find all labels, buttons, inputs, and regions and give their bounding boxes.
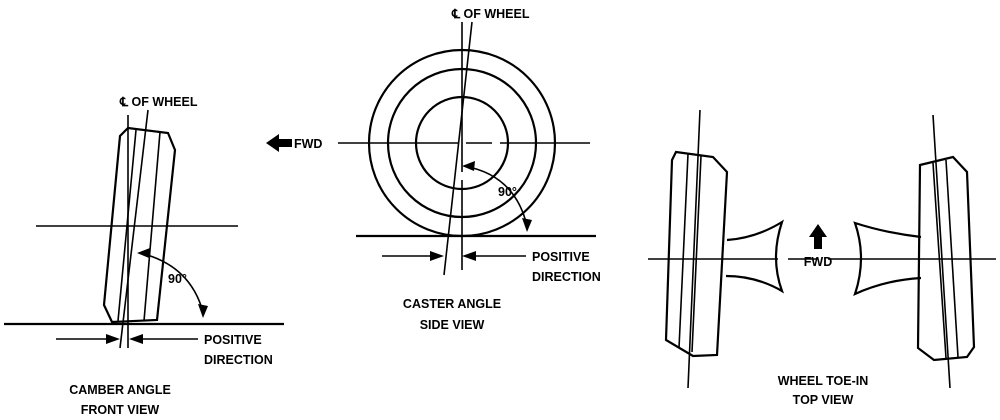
toe-in-top-view: FWD WHEEL TOE-IN TOP VIEW xyxy=(648,109,996,407)
camber-direction-label: POSITIVE xyxy=(204,333,262,347)
caster-fwd-arrow-icon xyxy=(266,134,292,152)
caster-dimension-arrowhead xyxy=(462,251,476,261)
camber-angle-label: 90° xyxy=(168,272,187,286)
caster-direction-label: DIRECTION xyxy=(532,270,601,284)
toe-caption-title: WHEEL TOE-IN xyxy=(778,374,869,388)
toe-left-wheel-outline xyxy=(664,150,729,358)
caster-side-view: ℄ OF WHEEL FWD 90° POSITIVE DIRECTION CA… xyxy=(266,7,601,332)
caster-dimension-arrowhead xyxy=(430,251,444,261)
camber-direction-label: DIRECTION xyxy=(204,353,273,367)
toe-left-spindle xyxy=(725,219,785,294)
toe-left-wheel-tread-line xyxy=(691,155,702,353)
toe-fwd-arrow-icon xyxy=(809,224,827,249)
caster-direction-label: POSITIVE xyxy=(532,250,590,264)
camber-centerline-label: ℄ OF WHEEL xyxy=(119,95,198,109)
caster-arc-arrowhead xyxy=(462,161,475,171)
camber-front-view: ℄ OF WHEEL 90° POSITIVE DIRECTION CAMBER… xyxy=(4,95,284,417)
camber-angle-arc xyxy=(139,252,204,313)
camber-dimension-arrowhead xyxy=(106,334,120,344)
toe-right-wheel-tread-line xyxy=(932,162,947,359)
camber-wheel-outline xyxy=(102,126,177,324)
camber-caption-title: CAMBER ANGLE xyxy=(69,383,171,397)
camber-arc-arrowhead xyxy=(198,304,208,318)
toe-left-wheel-tread-line xyxy=(678,153,689,349)
toe-fwd-label: FWD xyxy=(804,255,832,269)
caster-angle-label: 90° xyxy=(498,185,517,199)
toe-left-wheel-centerline xyxy=(687,109,701,389)
toe-caption-view: TOP VIEW xyxy=(793,393,854,407)
caster-caption-title: CASTER ANGLE xyxy=(403,297,501,311)
caster-fwd-label: FWD xyxy=(294,137,322,151)
camber-caption-view: FRONT VIEW xyxy=(81,403,160,417)
caster-caption-view: SIDE VIEW xyxy=(420,318,485,332)
caster-steering-axis xyxy=(443,21,473,276)
caster-centerline-label: ℄ OF WHEEL xyxy=(451,7,530,21)
camber-wheel-centerline xyxy=(119,109,149,349)
caster-arc-arrowhead xyxy=(522,218,532,232)
toe-right-wheel-centerline xyxy=(932,114,951,389)
camber-arc-arrowhead xyxy=(137,248,150,258)
toe-right-wheel-outline xyxy=(916,155,976,362)
camber-dimension-arrowhead xyxy=(129,334,143,344)
